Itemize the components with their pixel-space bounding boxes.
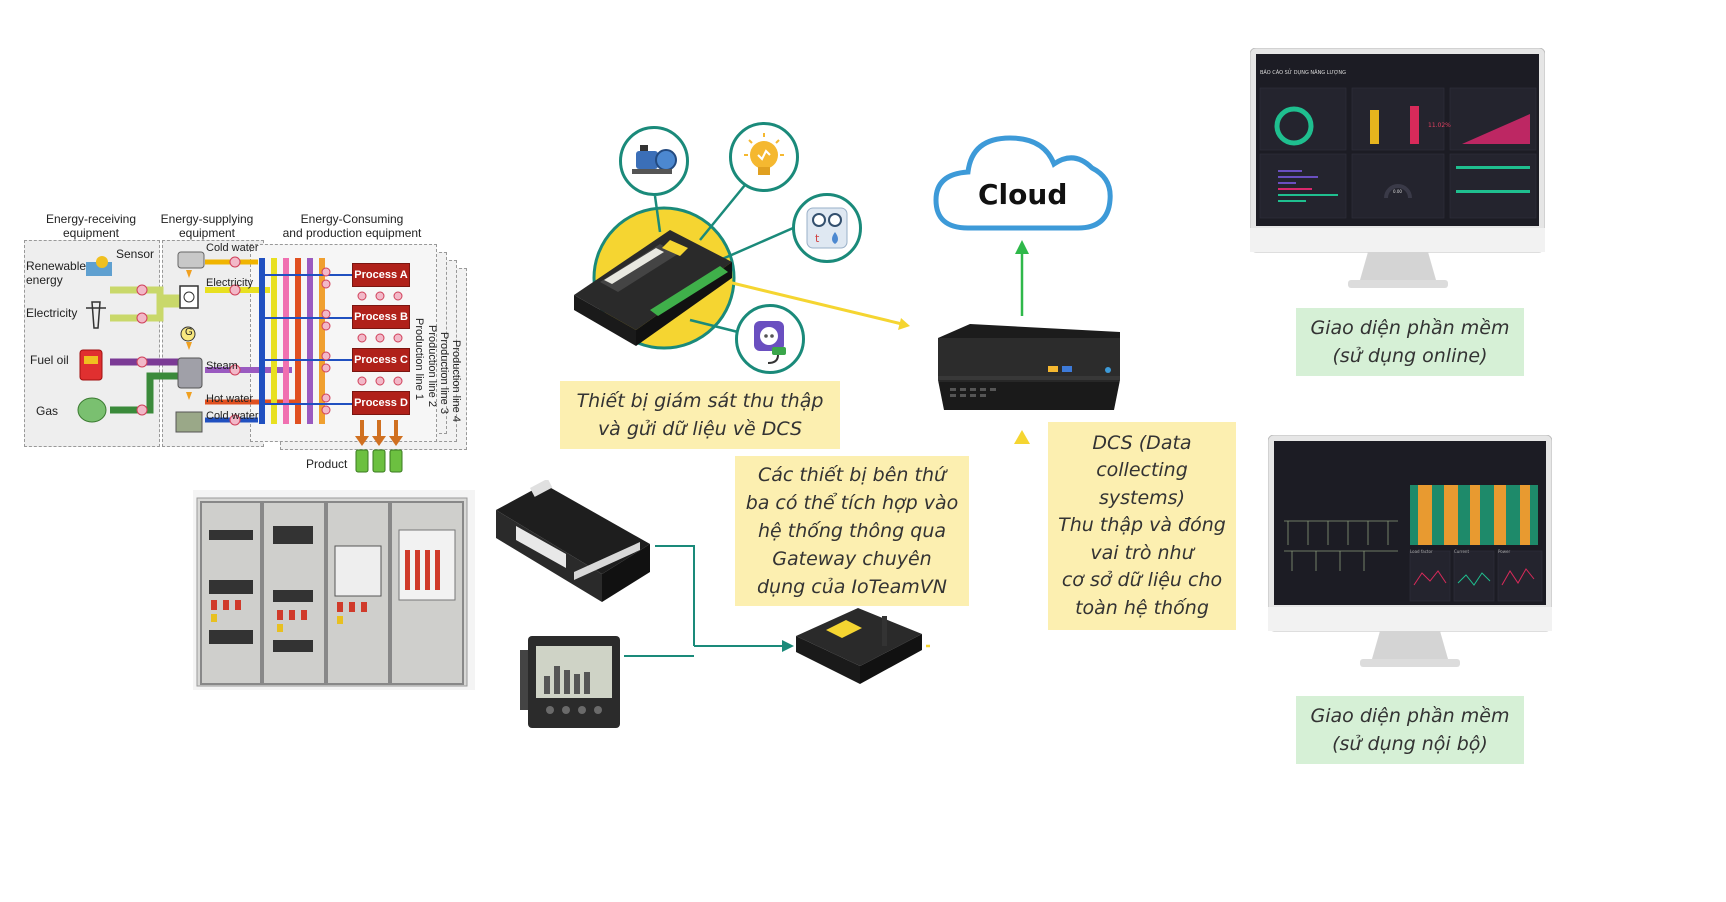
production-line-4-label: Production line 4 (450, 340, 462, 422)
panel-current: Current (1454, 549, 1470, 554)
plug-sensor-circle (735, 304, 805, 374)
caption-internal-ui: Giao diện phần mềm (sử dụng nội bộ) (1296, 696, 1524, 764)
pump-icon (632, 145, 677, 174)
panel-power: Power (1498, 549, 1511, 554)
monitor-online-frame (1250, 48, 1545, 288)
label-fuel-oil: Fuel oil (30, 353, 69, 367)
arrow-dcs-to-cloud (1015, 240, 1029, 316)
monitor-online: BÁO CÁO SỬ DỤNG NĂNG LƯỢNG 11.02% 0.00 (1250, 48, 1545, 298)
caption-monitoring-device: Thiết bị giám sát thu thập và gửi dữ liệ… (560, 381, 840, 449)
third-party-meter-device (496, 480, 650, 602)
power-meter-device (520, 636, 620, 728)
energy-flow-lines (77, 251, 403, 473)
third-party-devices-group (496, 480, 930, 728)
caption-online-ui: Giao diện phần mềm (sử dụng online) (1296, 308, 1524, 376)
header-energy-consuming: Energy-Consuming and production equipmen… (282, 212, 422, 240)
cloud-label: Cloud (978, 178, 1068, 211)
power-plug-icon (754, 321, 786, 364)
light-bulb-icon (744, 133, 784, 175)
label-cold-water-top: Cold water (206, 242, 259, 254)
power-tower-icon (91, 301, 101, 329)
label-renewable-energy: Renewable energy (26, 259, 87, 287)
label-hot-water: Hot water (206, 393, 254, 405)
cloud-shape (933, 135, 1113, 231)
production-line-1-label: Production line 1 (413, 318, 425, 400)
label-product: Product (306, 457, 348, 471)
label-electricity-source: Electricity (26, 306, 78, 320)
process-b: Process B (352, 305, 410, 329)
header-energy-supplying: Energy-supplying equipment (160, 212, 254, 240)
dcs-mini-pc (938, 324, 1120, 410)
label-electricity-supply: Electricity (206, 277, 254, 289)
caption-dcs: DCS (Data collecting systems) Thu thập v… (1048, 422, 1236, 630)
electrical-cabinet-image (193, 490, 475, 690)
monitor-internal-frame (1268, 435, 1552, 667)
pump-sensor-circle (619, 126, 689, 196)
production-line-3-label: Production line 3 (438, 332, 450, 414)
screen-online-title: BÁO CÁO SỬ DỤNG NĂNG LƯỢNG (1260, 70, 1347, 76)
label-steam: Steam (206, 360, 238, 372)
process-c: Process C (352, 348, 410, 372)
label-sensor: Sensor (116, 247, 155, 261)
process-a: Process A (352, 263, 410, 287)
arrow-to-dcs (1014, 430, 1030, 444)
label-gas: Gas (36, 404, 59, 418)
production-line-2-label: Production line 2 (426, 325, 438, 407)
caption-third-party: Các thiết bị bên thứ ba có thể tích hợp … (735, 456, 969, 606)
label-cold-water-bottom: Cold water (206, 410, 259, 422)
panel-load-factor: Load factor (1410, 549, 1433, 554)
monitoring-device (574, 230, 732, 346)
screen-online-percent: 11.02% (1428, 122, 1451, 129)
process-d: Process D (352, 391, 410, 415)
temperature-humidity-icon: t (806, 207, 848, 249)
monitoring-device-group (574, 184, 910, 350)
light-sensor-circle (729, 122, 799, 192)
svg-text:t: t (815, 232, 820, 245)
label-generator: G (185, 327, 193, 338)
temperature-sensor-circle: t (792, 193, 862, 263)
header-energy-receiving: Energy-receiving equipment (45, 212, 137, 240)
monitor-internal: Load factor Current Power (1268, 435, 1552, 673)
screen-online-gauge-value: 0.00 (1393, 189, 1402, 194)
gateway-device (796, 608, 922, 684)
